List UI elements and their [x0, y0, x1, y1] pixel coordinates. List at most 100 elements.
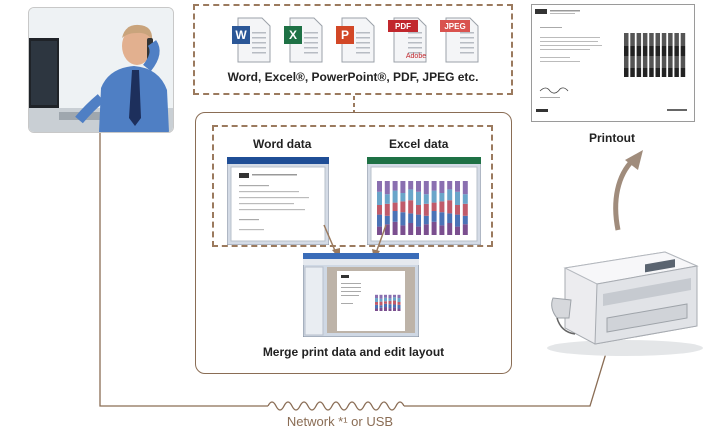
printout-label: Printout [589, 131, 635, 145]
merge-caption: Merge print data and edit layout [262, 345, 445, 359]
printout-bar [655, 46, 660, 56]
merged-thumb-bar [384, 294, 387, 298]
printout-bar [636, 68, 642, 77]
printout-bar [624, 56, 629, 68]
merged-thumb-bar [393, 300, 396, 305]
printout-bar [624, 46, 629, 56]
printout-bar [674, 68, 679, 77]
excel-thumb-bar [400, 201, 406, 213]
excel-thumb-bar [423, 224, 429, 235]
excel-thumb-bar [377, 214, 382, 227]
excel-file-icon-tag: X [289, 28, 297, 42]
printout-bar [624, 68, 629, 77]
excel-thumb-bar [377, 205, 382, 215]
printout-bar [674, 56, 679, 68]
merged-thumb-bar [393, 297, 396, 301]
printout-bar [642, 33, 648, 46]
excel-thumb-bar [408, 189, 414, 201]
jpeg-file-icon: JPEG [440, 17, 479, 63]
printout-bar [630, 46, 635, 56]
printout-bar [649, 56, 654, 68]
jpeg-file-icon-tag: JPEG [444, 22, 465, 31]
printout-bar [630, 68, 635, 77]
merged-thumb-bar [375, 302, 378, 305]
merged-thumb-bar [397, 294, 401, 299]
excel-data-label: Excel data [389, 137, 449, 151]
excel-thumb-bar [455, 205, 460, 215]
excel-thumb-bar [439, 181, 445, 193]
printout-bar [630, 56, 635, 68]
printout-sheet [531, 4, 695, 122]
pdf-file-icon-sub: Adobe [406, 53, 426, 60]
powerpoint-file-icon-tag: P [341, 28, 349, 42]
merged-thumb-bar [375, 304, 378, 309]
excel-thumb-bar [408, 213, 414, 223]
excel-thumb-bar [423, 194, 429, 204]
printout-bar [680, 56, 686, 68]
merged-thumb-bar [384, 301, 387, 304]
excel-thumb-bar [462, 215, 468, 225]
excel-thumb-bar [447, 213, 453, 223]
merged-thumb-bar [397, 298, 401, 302]
merged-thumb-bar [379, 305, 383, 308]
excel-chart-thumbnail [367, 157, 481, 245]
merged-thumb-bar [388, 298, 392, 301]
printout-bar [636, 33, 642, 46]
word-document-thumbnail [227, 157, 329, 245]
printout-bar [642, 56, 648, 68]
merged-thumb-bar [397, 304, 401, 309]
printout-bar [674, 33, 679, 46]
excel-thumb-bar [439, 212, 445, 226]
word-file-icon-tag: W [235, 28, 247, 42]
printout-bar [661, 68, 667, 77]
printout-bar [630, 33, 635, 46]
excel-thumb-bar [416, 226, 421, 235]
data-sources-box: Word data Excel data [212, 125, 493, 247]
excel-file-icon: X [284, 17, 323, 63]
excel-thumb-bar [384, 203, 390, 216]
excel-thumb-bar [377, 226, 382, 235]
excel-thumb-bar [431, 221, 437, 235]
excel-thumb-bar [400, 212, 406, 226]
excel-thumb-bar [462, 181, 468, 195]
printout-bar [680, 68, 686, 77]
excel-thumb-bar [408, 223, 414, 235]
merged-thumb-bar [379, 294, 383, 299]
excel-thumb-bar [408, 200, 414, 214]
merged-thumb-bar [384, 303, 387, 308]
merged-thumb-bar [397, 308, 401, 311]
excel-thumb-bar [384, 194, 390, 204]
excel-thumb-bar [392, 211, 398, 222]
excel-thumb-bar [384, 224, 390, 235]
printout-bar [680, 33, 686, 46]
excel-thumb-bar [431, 181, 437, 191]
merged-thumb-bar [384, 307, 387, 311]
printer-device [545, 248, 705, 358]
excel-thumb-bar [384, 215, 390, 225]
printout-bar [649, 33, 654, 46]
excel-thumb-bar [431, 211, 437, 222]
merged-thumb-bar [379, 301, 383, 306]
merged-thumb-bar [393, 307, 396, 311]
merged-thumb-bar [384, 297, 387, 302]
word-data-label: Word data [253, 137, 312, 151]
merged-thumb-bar [388, 300, 392, 305]
excel-thumb-bar [400, 181, 406, 193]
merged-thumb-bar [379, 307, 383, 311]
printout-bar [642, 68, 648, 77]
excel-thumb-bar [377, 181, 382, 192]
excel-thumb-bar [416, 205, 421, 215]
excel-thumb-bar [462, 224, 468, 235]
excel-thumb-bar [416, 191, 421, 205]
excel-thumb-bar [423, 215, 429, 225]
printout-bar [655, 56, 660, 68]
excel-thumb-bar [439, 225, 445, 235]
merged-thumb-bar [388, 304, 392, 309]
excel-thumb-bar [392, 221, 398, 235]
excel-thumb-bar [423, 181, 429, 195]
printout-bar [668, 46, 673, 56]
office-worker-photo [28, 7, 174, 133]
